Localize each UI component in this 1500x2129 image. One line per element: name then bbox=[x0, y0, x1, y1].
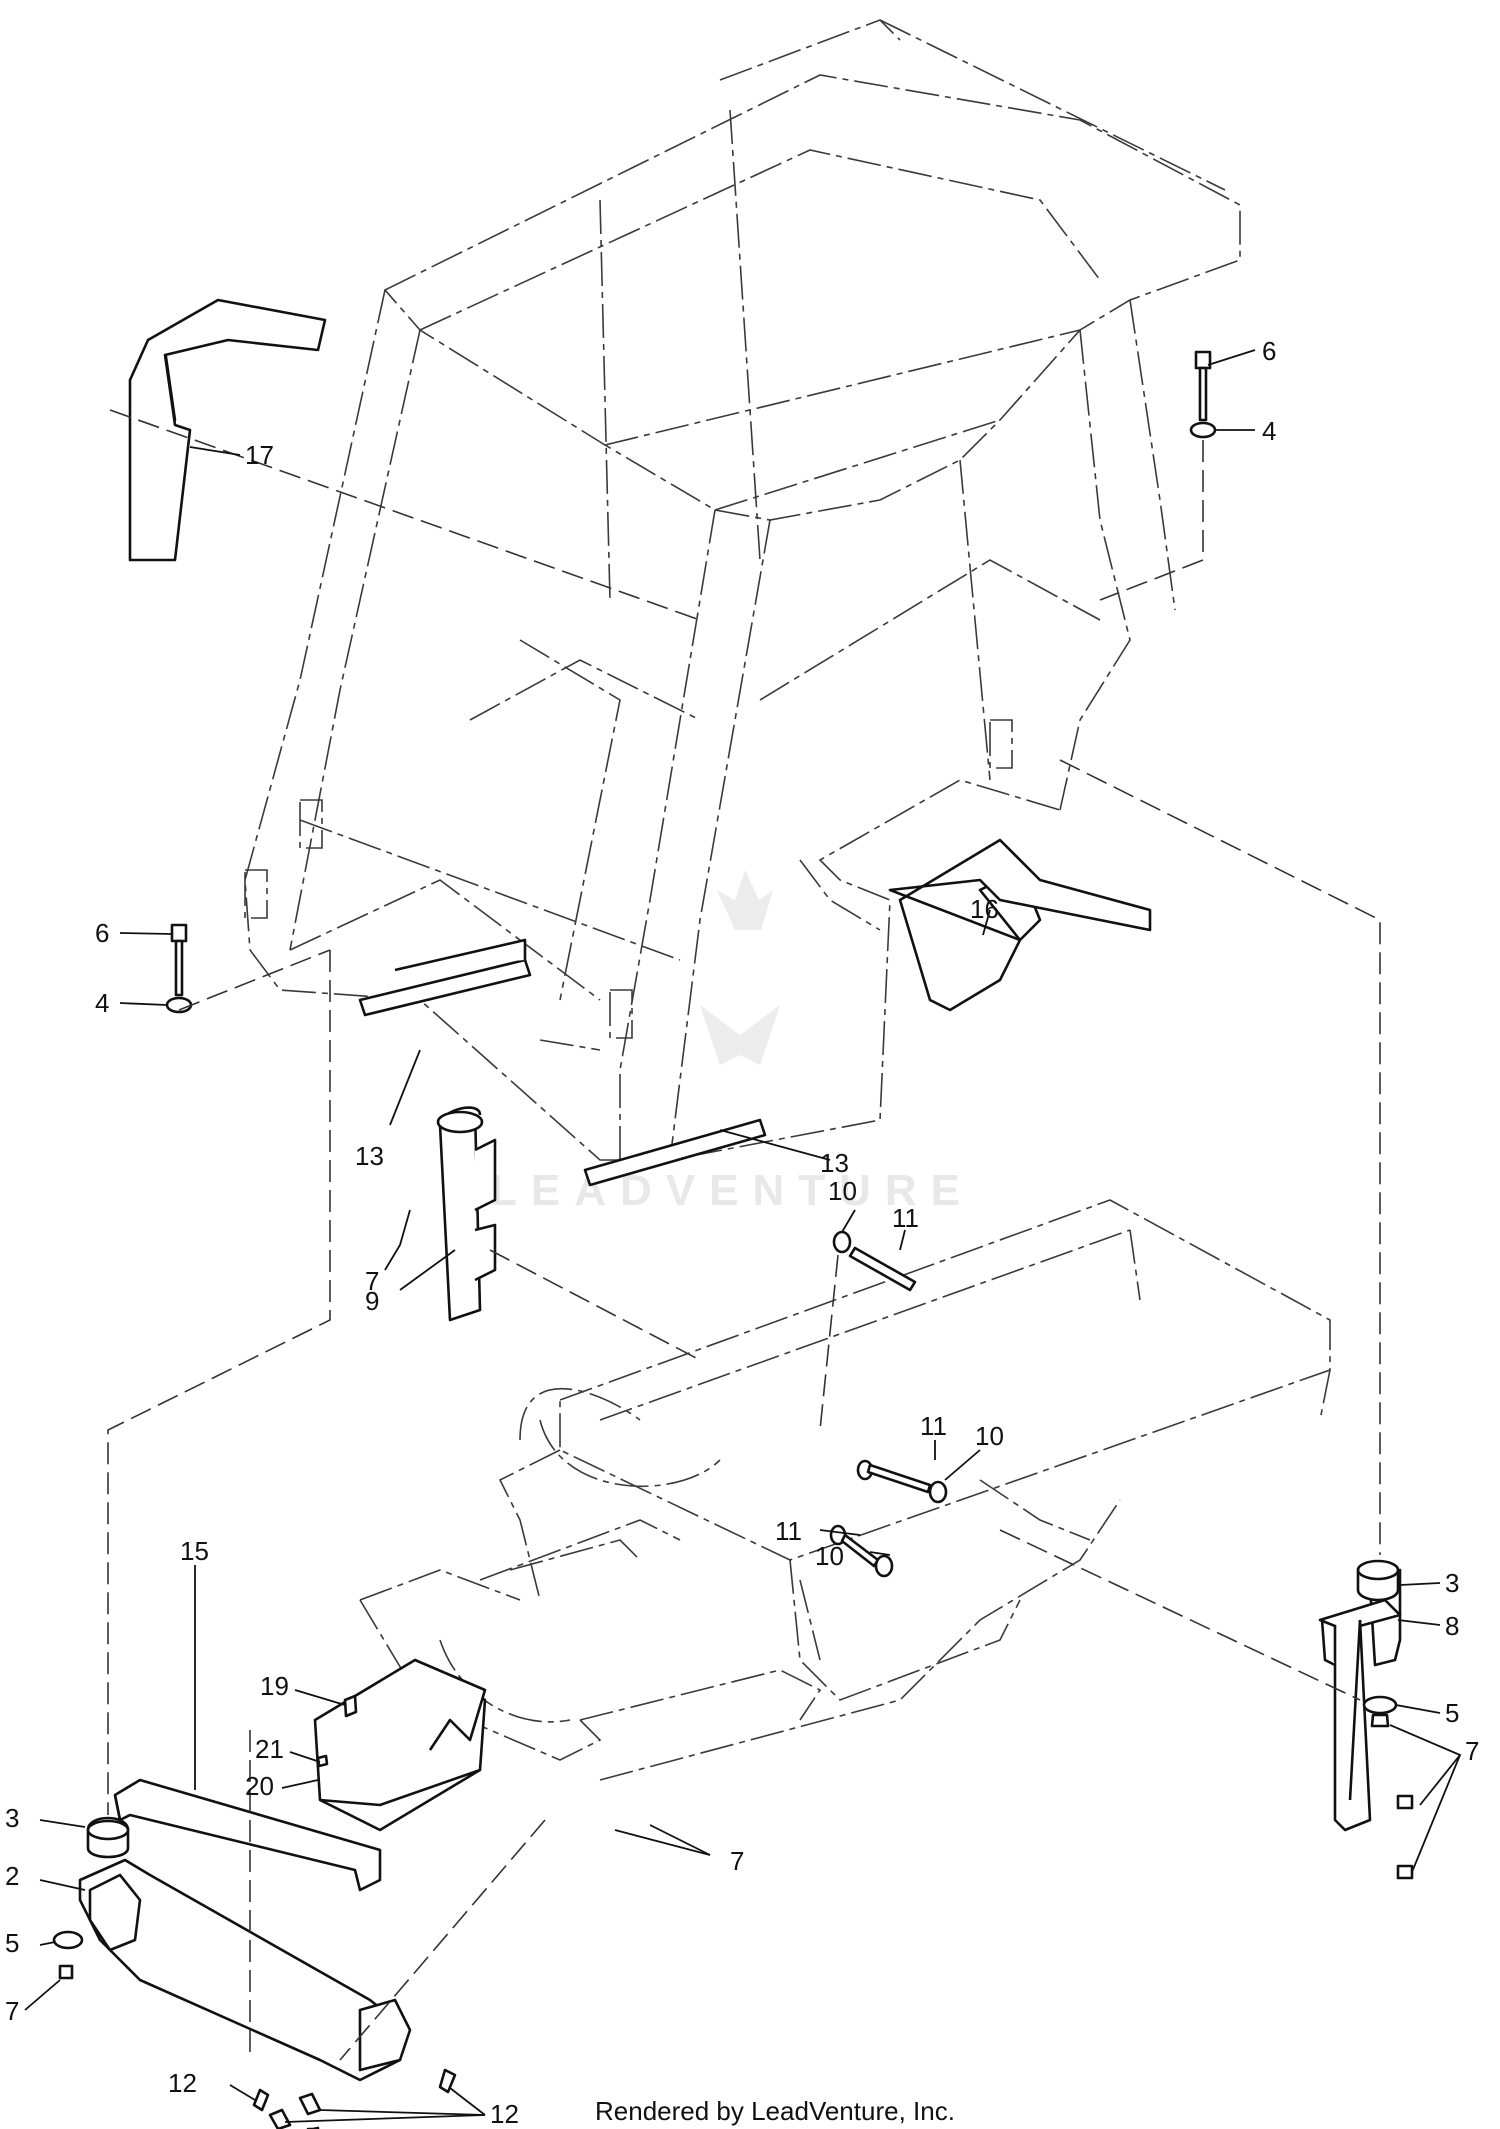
callout-13-left: 13 bbox=[355, 1141, 384, 1171]
callout-6-right: 6 bbox=[1262, 336, 1276, 366]
callout-13-right: 13 bbox=[820, 1148, 849, 1178]
callout-7-left: 7 bbox=[5, 1996, 19, 2026]
mount-right bbox=[1318, 1559, 1414, 1880]
callout-8: 8 bbox=[1445, 1611, 1459, 1641]
callout-10-top: 10 bbox=[828, 1176, 857, 1206]
callout-5-right: 5 bbox=[1445, 1698, 1459, 1728]
assembly-guide-lines bbox=[107, 409, 1381, 2061]
callout-12-right: 12 bbox=[490, 2099, 519, 2129]
clip-19 bbox=[343, 1694, 358, 1718]
callout-20: 20 bbox=[245, 1771, 274, 1801]
leader-lines bbox=[24, 349, 1462, 2123]
watermark-text: LEADVENTURE bbox=[490, 1166, 974, 1215]
plate-20 bbox=[313, 1658, 487, 1832]
bolts-washers bbox=[829, 1230, 948, 1578]
cab-frame bbox=[244, 19, 1241, 1161]
post-9 bbox=[436, 1106, 497, 1322]
callout-4-right: 4 bbox=[1262, 416, 1276, 446]
rail-13-left bbox=[358, 938, 532, 1017]
bracket-16 bbox=[888, 838, 1152, 1012]
bolt-6-washer-4-right bbox=[1189, 350, 1217, 439]
callout-7-post: 7 bbox=[365, 1266, 379, 1296]
callout-17: 17 bbox=[245, 440, 274, 470]
mount-left bbox=[52, 1816, 457, 2129]
callout-11-lower: 11 bbox=[775, 1516, 802, 1546]
rail-13-right bbox=[583, 1118, 767, 1187]
bolt-6-washer-4-left bbox=[165, 923, 193, 1014]
callout-7-right: 7 bbox=[1465, 1736, 1479, 1766]
callouts: 17 6 4 6 4 16 13 13 7 9 10 11 11 10 11 1… bbox=[5, 336, 1479, 2129]
callout-19: 19 bbox=[260, 1671, 289, 1701]
callout-3-left: 3 bbox=[5, 1803, 19, 1833]
callout-15: 15 bbox=[180, 1536, 209, 1566]
callout-9: 9 bbox=[365, 1286, 379, 1316]
bar-15 bbox=[113, 1778, 382, 1892]
callout-5-left: 5 bbox=[5, 1928, 19, 1958]
callout-11-top: 11 bbox=[892, 1203, 919, 1233]
callout-10-lower: 10 bbox=[815, 1541, 844, 1571]
callout-21: 21 bbox=[255, 1734, 284, 1764]
callout-2: 2 bbox=[5, 1861, 19, 1891]
callout-10-middle: 10 bbox=[975, 1421, 1004, 1451]
callout-16: 16 bbox=[970, 894, 999, 924]
callout-7-chassis: 7 bbox=[730, 1846, 744, 1876]
bracket-17 bbox=[128, 298, 327, 562]
machine-chassis bbox=[359, 1199, 1331, 1781]
leadventure-watermark: LEADVENTURE bbox=[490, 870, 974, 1215]
callout-12-left: 12 bbox=[168, 2068, 197, 2098]
screw-21 bbox=[316, 1754, 329, 1768]
callout-4-left: 4 bbox=[95, 988, 109, 1018]
callout-11-middle: 11 bbox=[920, 1411, 947, 1441]
callout-6-left: 6 bbox=[95, 918, 109, 948]
callout-3-right: 3 bbox=[1445, 1568, 1459, 1598]
render-credit: Rendered by LeadVenture, Inc. bbox=[595, 2096, 955, 2126]
